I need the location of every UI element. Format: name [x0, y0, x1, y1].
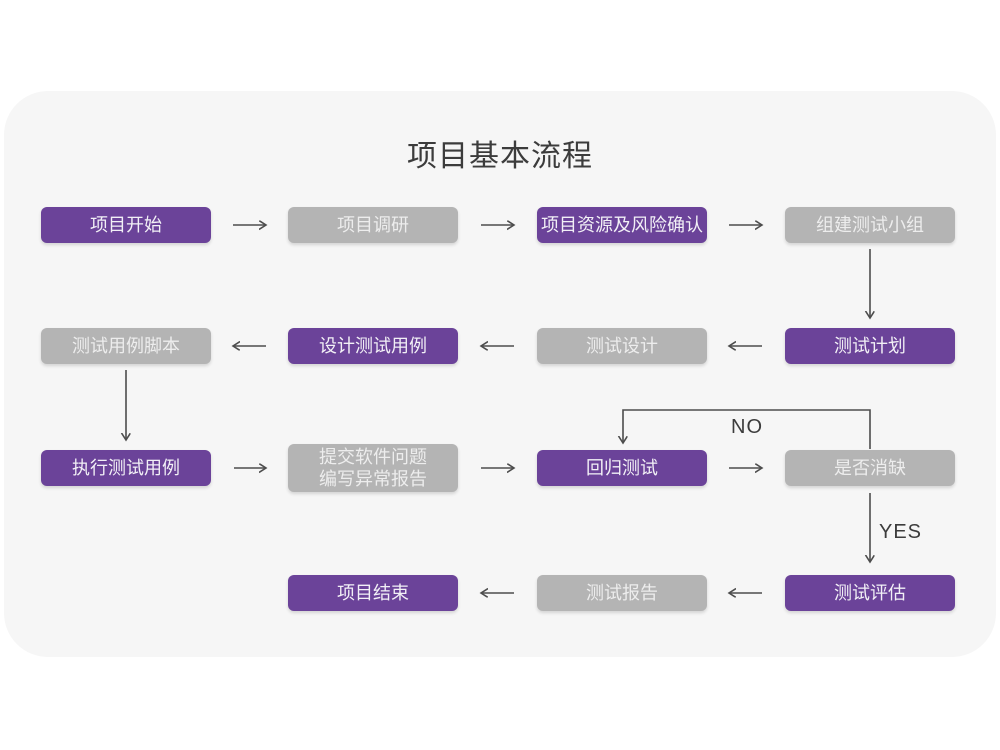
node-test-evaluate: 测试评估: [785, 575, 955, 611]
node-test-plan: 测试计划: [785, 328, 955, 364]
node-label: 项目开始: [90, 215, 162, 235]
node-label: 测试计划: [834, 336, 906, 356]
node-case-script: 测试用例脚本: [41, 328, 211, 364]
node-label: 项目结束: [337, 583, 409, 603]
node-build-team: 组建测试小组: [785, 207, 955, 243]
diagram-title: 项目基本流程: [407, 140, 593, 173]
node-defect-cleared: 是否消缺: [785, 450, 955, 486]
node-label: 测试评估: [834, 583, 906, 603]
node-label-line1: 提交软件问题: [319, 447, 427, 467]
node-label: 组建测试小组: [816, 215, 924, 235]
node-label: 回归测试: [586, 458, 658, 478]
node-label: 设计测试用例: [319, 336, 427, 356]
node-design-cases: 设计测试用例: [288, 328, 458, 364]
node-regression-test: 回归测试: [537, 450, 707, 486]
node-submit-issue: 提交软件问题 编写异常报告: [288, 444, 458, 492]
node-label: 项目调研: [337, 215, 409, 235]
node-execute-cases: 执行测试用例: [41, 450, 211, 486]
node-test-report: 测试报告: [537, 575, 707, 611]
flowchart-card-background: [4, 91, 996, 657]
node-resource-risk: 项目资源及风险确认: [537, 207, 707, 243]
node-project-end: 项目结束: [288, 575, 458, 611]
node-test-design: 测试设计: [537, 328, 707, 364]
node-label: 项目资源及风险确认: [541, 215, 703, 235]
edge-label-no: NO: [731, 416, 763, 438]
node-label: 测试报告: [586, 583, 658, 603]
node-label-line2: 编写异常报告: [319, 469, 427, 489]
node-label: 执行测试用例: [72, 458, 180, 478]
node-project-research: 项目调研: [288, 207, 458, 243]
node-project-start: 项目开始: [41, 207, 211, 243]
node-label: 测试设计: [586, 336, 658, 356]
node-label: 是否消缺: [834, 458, 906, 478]
node-label: 测试用例脚本: [72, 336, 180, 356]
edge-label-yes: YES: [879, 521, 923, 543]
